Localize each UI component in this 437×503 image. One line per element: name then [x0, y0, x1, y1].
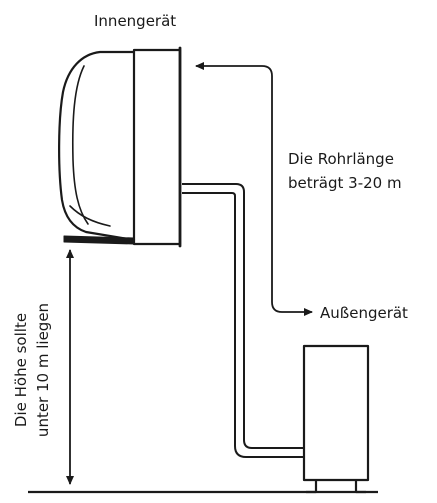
indoor-unit — [58, 46, 182, 248]
indoor-unit-label: Innengerät — [94, 12, 176, 30]
outdoor-unit-label: Außengerät — [320, 304, 408, 322]
refrigerant-pipe — [182, 183, 304, 458]
pipe-length-arrow — [195, 62, 313, 316]
indoor-unit-front-casing — [58, 50, 136, 242]
pipe-length-label-line2: beträgt 3-20 m — [288, 174, 402, 192]
height-label-line1: Die Höhe sollte — [12, 313, 30, 427]
outdoor-unit — [302, 344, 370, 494]
indoor-unit-front-inner-line — [71, 65, 89, 225]
indoor-unit-body — [132, 48, 182, 246]
indoor-unit-front-lower-edge — [69, 205, 111, 227]
height-label-line2: unter 10 m liegen — [34, 303, 52, 437]
outdoor-unit-foot-right — [354, 480, 366, 494]
outdoor-unit-foot-left — [306, 480, 318, 494]
indoor-unit-base — [63, 235, 135, 245]
outdoor-unit-body — [302, 344, 370, 482]
pipe-length-label-line1: Die Rohrlänge — [288, 150, 394, 168]
